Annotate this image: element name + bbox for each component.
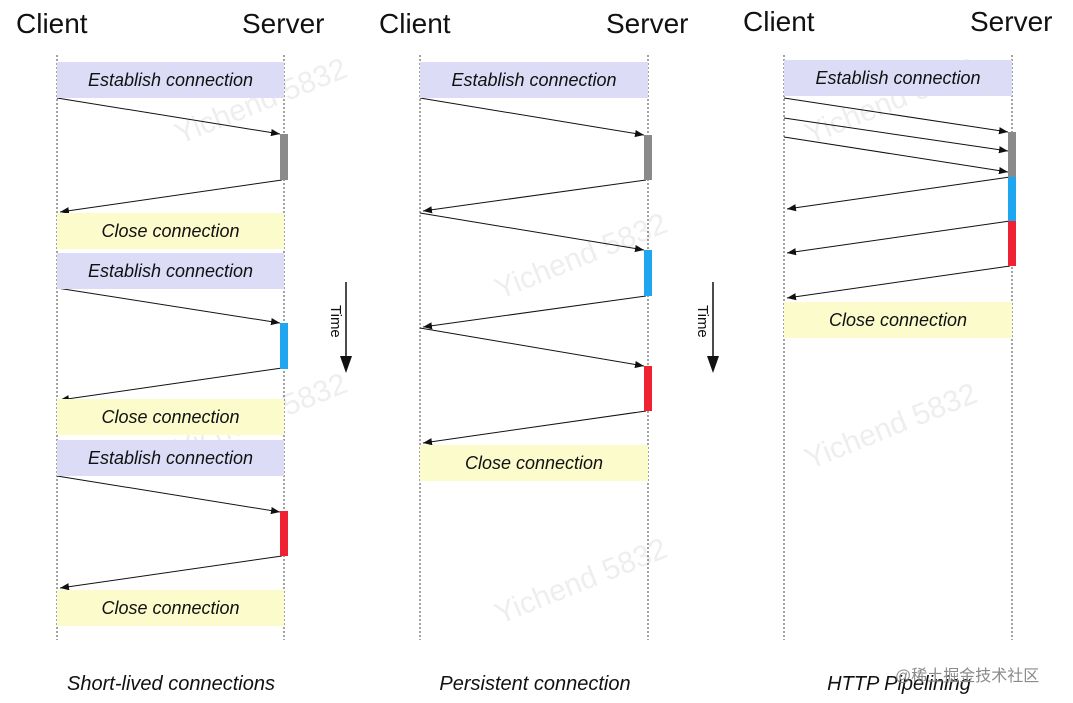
response-arrow — [422, 410, 647, 446]
request-arrow — [56, 287, 281, 326]
request-arrow — [419, 327, 645, 369]
request-arrow — [783, 117, 1009, 154]
caption-short-lived: Short-lived connections — [67, 673, 275, 695]
time-label: Time — [327, 305, 344, 338]
server-processing-bar — [644, 250, 652, 296]
server-processing-bar — [1008, 221, 1016, 266]
close-connection-band: Close connection — [57, 590, 284, 626]
request-arrow — [419, 212, 645, 253]
establish-connection-band: Establish connection — [57, 440, 284, 476]
request-arrow — [783, 136, 1009, 175]
request-arrow — [56, 475, 281, 515]
caption-pipelining: HTTP Pipelining — [827, 673, 971, 695]
server-processing-bar — [1008, 177, 1016, 221]
server-processing-bar — [1008, 132, 1016, 177]
client-header: Client — [379, 8, 451, 39]
time-label: Time — [694, 305, 711, 338]
response-arrow — [59, 367, 283, 403]
server-processing-bar — [280, 511, 288, 556]
request-arrow — [783, 97, 1009, 135]
establish-connection-band: Establish connection — [420, 62, 648, 98]
response-arrow — [422, 179, 647, 214]
request-arrow — [56, 97, 281, 137]
client-header: Client — [743, 6, 815, 37]
caption-persistent: Persistent connection — [439, 673, 631, 695]
response-arrow — [59, 179, 283, 215]
server-processing-bar — [644, 135, 652, 180]
close-connection-band: Close connection — [784, 302, 1012, 338]
establish-connection-band: Establish connection — [57, 62, 284, 98]
close-connection-band: Close connection — [57, 399, 284, 435]
request-arrow — [419, 97, 645, 138]
server-processing-bar — [644, 366, 652, 411]
site-credit: @稀土掘金技术社区 — [895, 668, 1040, 685]
server-processing-bar — [280, 323, 288, 369]
time-arrowhead — [340, 356, 352, 373]
response-arrow — [786, 220, 1011, 256]
server-processing-bar — [280, 134, 288, 180]
server-header: Server — [242, 8, 325, 39]
close-connection-band: Close connection — [420, 445, 648, 481]
server-header: Server — [606, 8, 689, 39]
response-arrow — [786, 176, 1011, 212]
establish-connection-band: Establish connection — [57, 253, 284, 289]
time-arrowhead — [707, 356, 719, 373]
close-connection-band: Close connection — [57, 213, 284, 249]
establish-connection-band: Establish connection — [784, 60, 1012, 96]
client-header: Client — [16, 8, 88, 39]
server-header: Server — [970, 6, 1053, 37]
response-arrow — [422, 295, 647, 330]
response-arrow — [59, 555, 283, 591]
response-arrow — [786, 265, 1011, 301]
